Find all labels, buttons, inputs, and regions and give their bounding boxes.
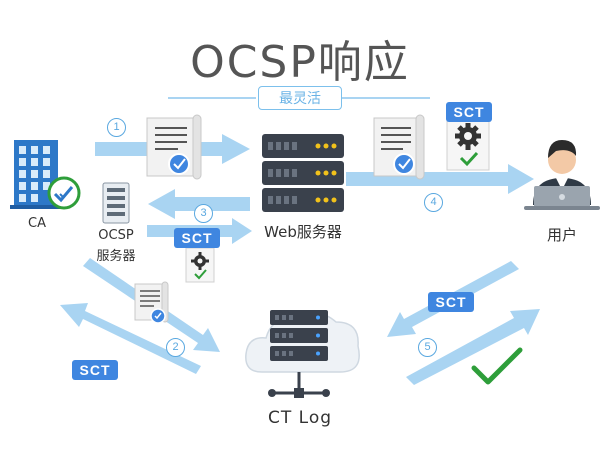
arrow-step4 xyxy=(346,164,534,194)
sct-badge-user: SCT xyxy=(428,292,474,312)
ca-label: CA xyxy=(28,216,46,231)
subtitle-line-left xyxy=(168,97,256,99)
check-icon xyxy=(471,347,523,385)
certificate-icon-1 xyxy=(146,114,202,180)
gear-document-icon-large xyxy=(446,117,490,171)
certificate-icon-3 xyxy=(373,114,425,180)
web-server-icon xyxy=(262,134,344,212)
sct-badge-web: SCT xyxy=(446,102,492,122)
user-label: 用户 xyxy=(546,226,577,244)
page-title: OCSP响应 xyxy=(190,37,410,88)
sct-badge-ca: SCT xyxy=(72,360,118,380)
arrow-step5-right xyxy=(406,309,540,385)
step-5-badge: 5 xyxy=(418,338,437,357)
step-2-badge: 2 xyxy=(166,338,185,357)
user-avatar-icon xyxy=(524,140,600,210)
ca-building-icon xyxy=(10,140,81,210)
step-3-badge: 3 xyxy=(194,204,213,223)
step-4-badge: 4 xyxy=(424,193,443,212)
sct-badge-ocsp: SCT xyxy=(174,228,220,248)
ocsp-label-line1: OCSP xyxy=(98,228,134,243)
web-server-label: Web服务器 xyxy=(264,223,342,241)
ocsp-server-icon xyxy=(102,182,130,224)
arrow-step2-up xyxy=(60,303,201,374)
ct-log-server-icon xyxy=(245,310,360,398)
gear-document-icon-small xyxy=(185,247,215,283)
subtitle-line-right xyxy=(342,97,430,99)
step-1-badge: 1 xyxy=(107,118,126,137)
certificate-icon-2 xyxy=(134,281,169,324)
ocsp-label-line2: 服务器 xyxy=(96,249,136,264)
subtitle-badge: 最灵活 xyxy=(258,86,342,110)
ct-log-label: CT Log xyxy=(267,408,333,428)
